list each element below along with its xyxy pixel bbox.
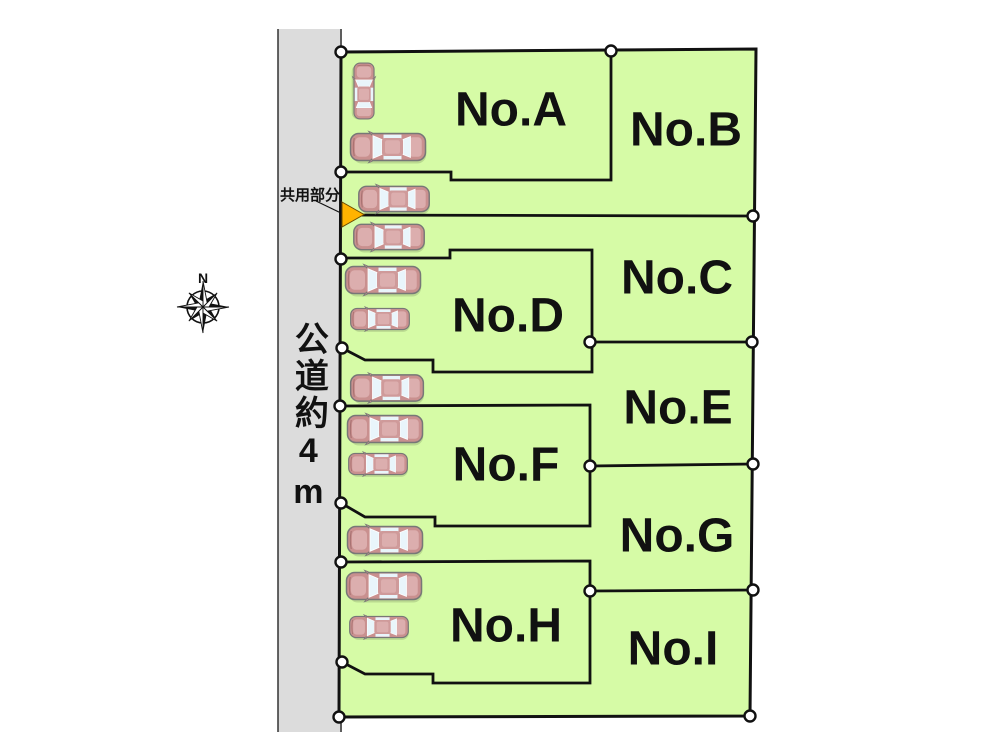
car-icon <box>345 569 424 603</box>
lot-label-d: No.D <box>452 290 564 343</box>
car-icon <box>351 62 377 120</box>
car-icon <box>346 523 425 557</box>
boundary-g-i <box>589 588 754 593</box>
car-icon <box>357 183 431 215</box>
lot-label-c: No.C <box>621 252 733 305</box>
lot-label-h: No.H <box>450 600 562 653</box>
boundary-e-g <box>589 462 754 468</box>
compass-north-label: N <box>198 270 208 286</box>
lot-label-f: No.F <box>453 439 560 492</box>
boundary-lot-h <box>340 559 592 685</box>
lot-boundaries <box>339 50 754 685</box>
boundary-lot-a <box>341 50 613 182</box>
lot-label-b: No.B <box>630 104 742 157</box>
compass-icon: N <box>176 270 230 334</box>
lot-label-a: No.A <box>455 84 567 137</box>
lot-label-e: No.E <box>623 382 732 435</box>
car-icon <box>352 221 426 253</box>
car-icon <box>349 614 410 641</box>
road-label: 公道約4m <box>289 321 328 514</box>
lot-label-i: No.I <box>628 623 719 676</box>
car-icon <box>346 412 425 446</box>
boundary-b-c <box>340 213 754 218</box>
shared-area-leader-line <box>315 200 344 215</box>
lot-label-g: No.G <box>620 510 735 563</box>
shared-area-arrow-icon <box>341 201 366 228</box>
car-icon <box>350 306 411 333</box>
boundary-markers <box>332 44 760 724</box>
road <box>278 29 342 732</box>
car-icon <box>349 372 425 404</box>
boundary-lot-d <box>341 248 594 374</box>
boundary-lot-f <box>339 403 592 528</box>
car-icon <box>344 263 423 297</box>
car-icon <box>349 130 428 164</box>
car-icon <box>348 451 409 478</box>
shared-area-label: 共用部分 <box>280 187 341 204</box>
